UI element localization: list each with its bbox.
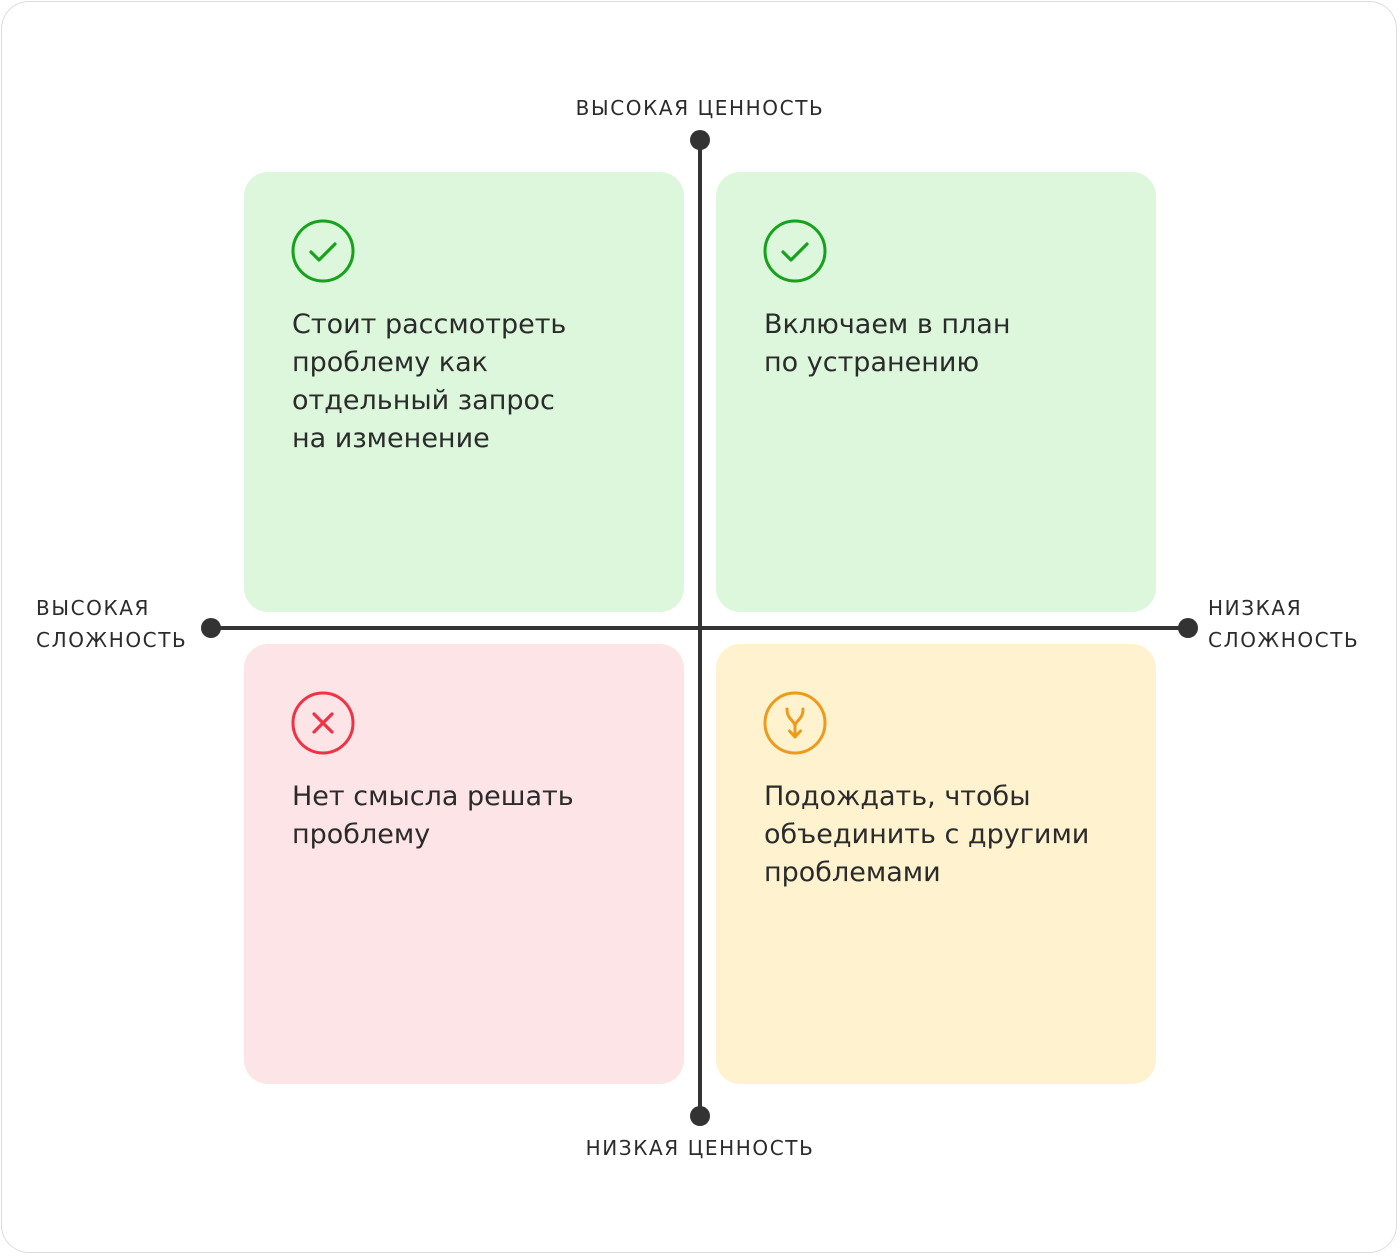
axis-label-low-complexity-line1: НИЗКАЯ xyxy=(1208,596,1303,620)
check-circle-icon xyxy=(763,219,827,283)
merge-circle-icon xyxy=(763,691,827,755)
axis-label-low-complexity-line2: СЛОЖНОСТЬ xyxy=(1208,628,1360,652)
quadrant-high-value-high-complexity: Стоит рассмотреть проблему как отдельный… xyxy=(244,172,684,612)
axis-label-high-value-text: ВЫСОКАЯ ЦЕННОСТЬ xyxy=(575,96,825,120)
axis-label-high-complexity: ВЫСОКАЯ СЛОЖНОСТЬ xyxy=(36,592,187,656)
axis-label-low-complexity: НИЗКАЯ СЛОЖНОСТЬ xyxy=(1208,592,1359,656)
check-circle-icon xyxy=(291,219,355,283)
quadrant-low-value-low-complexity: Подождать, чтобы объединить с другими пр… xyxy=(716,644,1156,1084)
axis-label-high-complexity-line2: СЛОЖНОСТЬ xyxy=(36,628,188,652)
quadrant-high-value-low-complexity: Включаем в план по устранению xyxy=(716,172,1156,612)
quadrant-text: Подождать, чтобы объединить с другими пр… xyxy=(764,781,1090,888)
quadrant-text: Стоит рассмотреть проблему как отдельный… xyxy=(292,309,567,454)
x-circle-icon xyxy=(291,691,355,755)
axis-label-high-complexity-line1: ВЫСОКАЯ xyxy=(36,596,151,620)
axis-label-high-value: ВЫСОКАЯ ЦЕННОСТЬ xyxy=(0,92,1400,124)
quadrant-low-value-high-complexity: Нет смысла решать проблему xyxy=(244,644,684,1084)
quadrant-text: Включаем в план по устранению xyxy=(764,309,1011,378)
axis-label-low-value: НИЗКАЯ ЦЕННОСТЬ xyxy=(0,1132,1400,1164)
axis-label-low-value-text: НИЗКАЯ ЦЕННОСТЬ xyxy=(585,1136,815,1160)
quadrant-text: Нет смысла решать проблему xyxy=(292,781,574,850)
